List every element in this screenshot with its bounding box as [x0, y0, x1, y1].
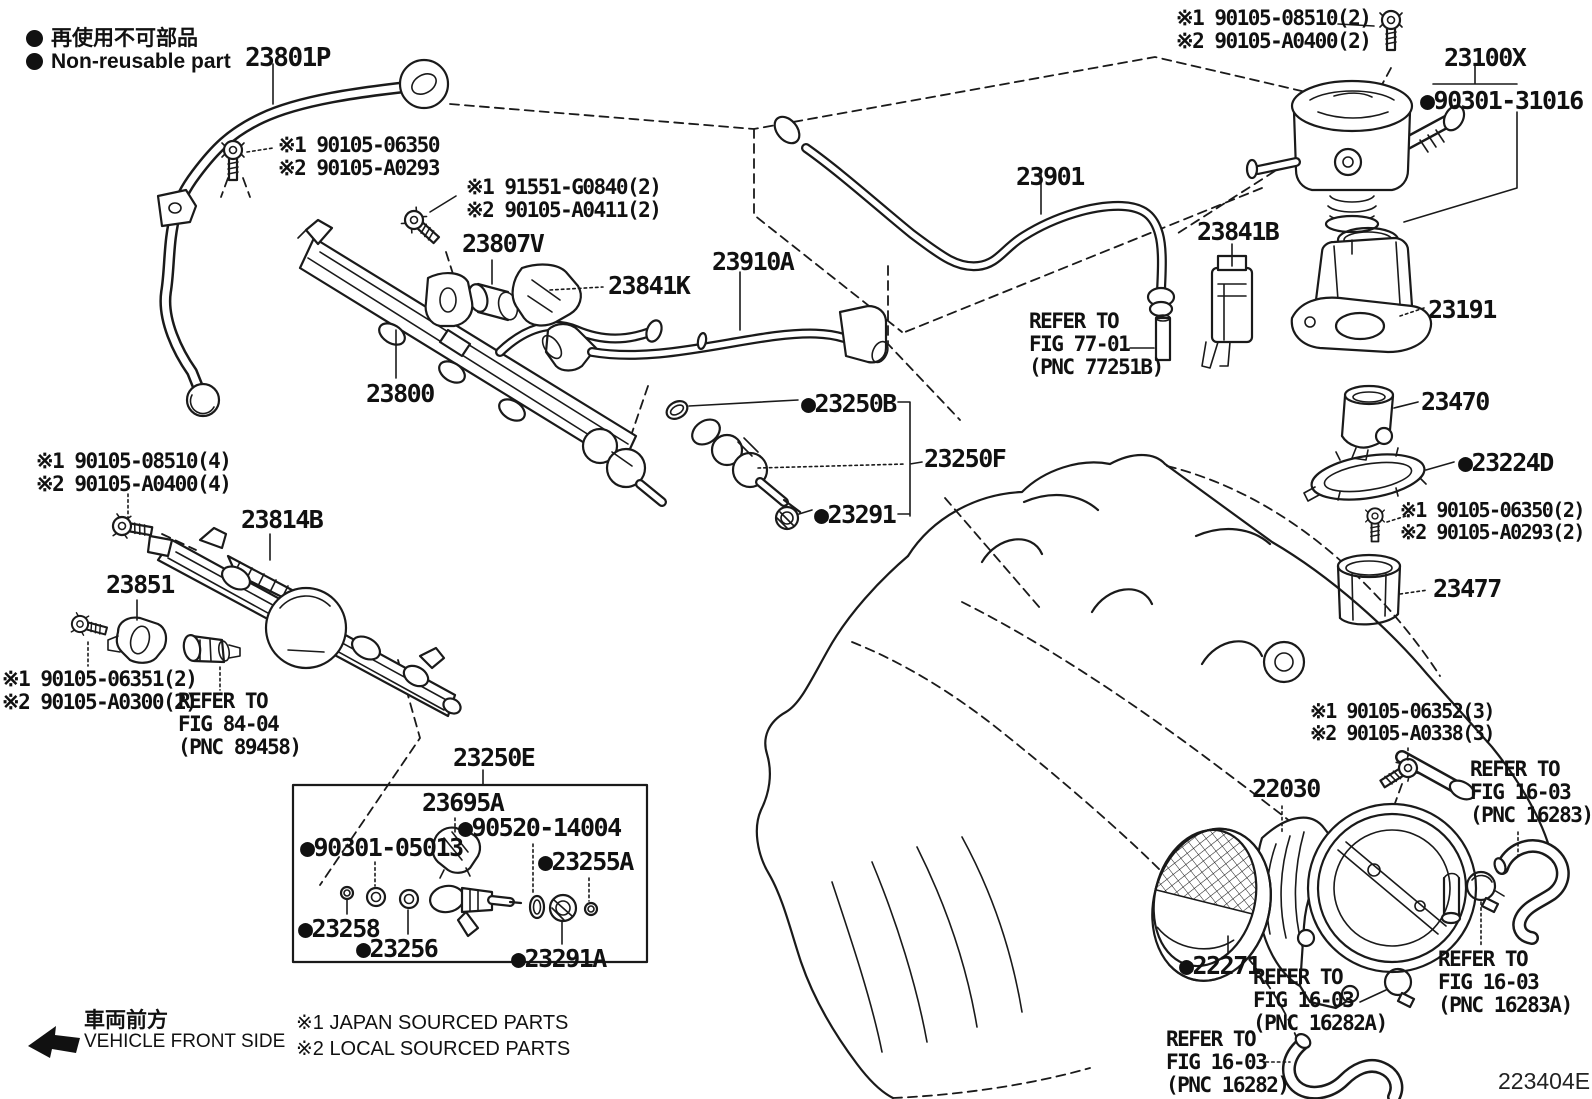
footnote-japan-sourced: ※1 JAPAN SOURCED PARTS — [296, 1012, 569, 1034]
kit-box-23250E — [291, 783, 649, 964]
fuel-pipe-23901 — [773, 115, 1176, 318]
filter-23470 — [1340, 384, 1395, 461]
hose-pnc-16282 — [1281, 1033, 1404, 1099]
label-23851: 23851 — [106, 570, 175, 599]
vehicle-front-jp: 車両前方 — [84, 1009, 168, 1032]
label-23256: ●23256 — [356, 934, 439, 963]
label-23901: 23901 — [1016, 162, 1085, 191]
legend-non-reusable: 再使用不可部品 Non-reusable part — [26, 22, 231, 78]
clamp-pnc-16282A — [1383, 967, 1416, 1009]
label-23250B: ●23250B — [801, 389, 897, 418]
label-23250E: 23250E — [453, 743, 536, 772]
engine-block-drawing — [755, 453, 1555, 1099]
construction-dashed-lines — [161, 56, 1459, 968]
label-refer-fig-16-03-16283: REFER TO FIG 16-03 (PNC 16283) — [1470, 757, 1592, 828]
label-23801P: 23801P — [245, 43, 331, 73]
fuel-rail-23814B — [146, 526, 462, 718]
label-91551-G0840: ※1 91551-G0840(2) ※2 90105-A0411(2) — [466, 175, 662, 223]
label-23477: 23477 — [1433, 574, 1502, 603]
sensor-23851 — [107, 616, 168, 664]
tube-pnc-77251B — [1154, 314, 1172, 362]
label-23250F: 23250F — [924, 444, 1007, 473]
label-23224D: ●23224D — [1458, 448, 1554, 477]
legend-jp: 再使用不可部品 — [51, 27, 198, 50]
injector-23250F — [665, 400, 802, 531]
footnote-local-sourced: ※2 LOCAL SOURCED PARTS — [296, 1038, 571, 1060]
label-23841B: 23841B — [1197, 217, 1280, 246]
label-90105-08510-2: ※1 90105-08510(2) ※2 90105-A0400(2) — [1176, 6, 1372, 54]
fuel-pipe-23801P — [156, 58, 450, 418]
label-23191: 23191 — [1428, 295, 1497, 324]
label-90105-06351: ※1 90105-06351(2) ※2 90105-A0300(2) — [2, 667, 198, 715]
label-23291: ●23291 — [814, 500, 897, 529]
clamp-pnc-16283A — [1465, 870, 1505, 914]
label-23807V: 23807V — [462, 229, 545, 258]
diagram-code: 223404E — [1498, 1068, 1591, 1094]
label-23255A: ●23255A — [538, 847, 634, 876]
label-90105-06350: ※1 90105-06350 ※2 90105-A0293 — [278, 133, 440, 181]
label-23470: 23470 — [1421, 387, 1490, 416]
label-refer-fig-16-03-16282A: REFER TO FIG 16-03 (PNC 16282A) — [1253, 965, 1388, 1036]
fuel-rail-23800 — [297, 218, 667, 507]
vehicle-front-arrow — [28, 1026, 80, 1058]
label-22271: ●22271 — [1179, 951, 1262, 980]
bracket-23191 — [1290, 236, 1433, 354]
mesh-22271 — [1133, 827, 1272, 984]
label-90520-14004: ●90520-14004 — [458, 813, 622, 842]
fuel-pipe-23910A — [541, 304, 889, 372]
bracket-23841K — [424, 263, 582, 328]
label-90105-06350-2: ※1 90105-06350(2) ※2 90105-A0293(2) — [1400, 498, 1585, 544]
sensor-pnc-89458 — [182, 634, 241, 664]
label-refer-fig-16-03-16283A: REFER TO FIG 16-03 (PNC 16283A) — [1438, 947, 1573, 1018]
insulator-23477 — [1336, 553, 1402, 626]
label-23814B: 23814B — [241, 505, 324, 534]
label-23258: ●23258 — [298, 914, 381, 943]
sensor-23841B — [1201, 254, 1254, 369]
label-90301-05013: ●90301-05013 — [300, 833, 464, 862]
gasket-23224D — [1303, 447, 1427, 502]
label-90301-31016: ●90301-31016 — [1420, 86, 1584, 115]
label-23291A: ●23291A — [511, 944, 607, 973]
label-refer-fig-16-03-16282: REFER TO FIG 16-03 (PNC 16282) — [1166, 1027, 1290, 1098]
non-reusable-dot-icon — [26, 53, 43, 70]
label-23800: 23800 — [366, 379, 435, 408]
label-refer-fig-77-01: REFER TO FIG 77-01 (PNC 77251B) — [1029, 309, 1164, 380]
hose-pnc-16283 — [1493, 839, 1570, 945]
legend-en: Non-reusable part — [51, 50, 231, 73]
fuel-pump-23100X — [1245, 65, 1518, 254]
label-23100X: 23100X — [1444, 43, 1527, 72]
label-refer-fig-84-04: REFER TO FIG 84-04 (PNC 89458) — [178, 689, 302, 760]
label-23841K: 23841K — [608, 271, 691, 300]
non-reusable-dot-icon — [26, 30, 43, 47]
vehicle-front-en: VEHICLE FRONT SIDE — [84, 1031, 286, 1052]
label-23910A: 23910A — [712, 247, 795, 276]
label-23695A: 23695A — [422, 788, 505, 817]
label-90105-08510-4: ※1 90105-08510(4) ※2 90105-A0400(4) — [36, 449, 232, 497]
label-90105-06352-3: ※1 90105-06352(3) ※2 90105-A0338(3) — [1310, 699, 1495, 745]
leader-lines — [87, 23, 1519, 1063]
label-22030: 22030 — [1252, 774, 1321, 803]
